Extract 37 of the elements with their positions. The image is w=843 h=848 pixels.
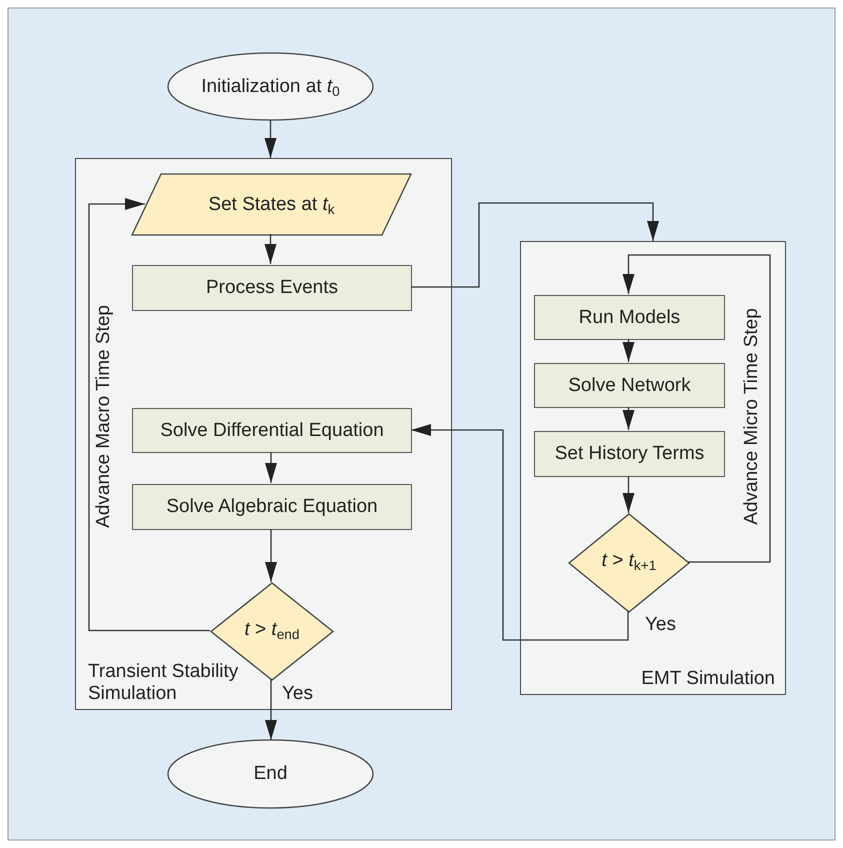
node-label: t > t$_{k+1}$ <box>602 550 656 572</box>
arrow <box>622 476 634 513</box>
group-panel <box>75 158 452 710</box>
edge-label: Advance Micro Time Step <box>742 308 763 524</box>
process-box <box>132 484 412 530</box>
arrow <box>265 529 277 582</box>
node-label: Set States at t$_{k}$ <box>208 194 335 216</box>
edge-label: Yes <box>282 684 313 705</box>
arrow <box>264 234 276 264</box>
edge-label: Advance Macro Time Step <box>93 304 114 528</box>
node-label: Initialization at t$_{0}$ <box>201 76 340 98</box>
arrow <box>265 452 277 483</box>
group-panel <box>520 241 786 695</box>
node-label: Process Events <box>206 277 338 299</box>
process-box <box>132 265 412 311</box>
node-label: Run Models <box>578 306 680 328</box>
node-label: Solve Network <box>568 374 691 396</box>
group-heading: EMT Simulation <box>641 668 775 690</box>
arrow <box>622 407 634 430</box>
arrow <box>411 424 629 641</box>
process-box <box>132 408 412 453</box>
node-label: t > t$_{end}$ <box>244 618 300 640</box>
arrow <box>411 202 659 288</box>
node-label: Solve Differential Equation <box>160 420 384 442</box>
arrow <box>265 679 277 740</box>
arrow <box>88 198 210 632</box>
process-box <box>534 295 725 340</box>
arrow <box>264 120 276 158</box>
edge-label: Yes <box>645 615 676 636</box>
process-box <box>534 431 725 477</box>
arrow <box>622 339 634 362</box>
node-label: Solve Algebraic Equation <box>166 496 378 518</box>
group-heading: Transient Stability Simulation <box>88 661 240 705</box>
arrow <box>622 254 771 563</box>
process-box <box>534 363 725 408</box>
node-label: End <box>254 763 288 785</box>
node-label: Set History Terms <box>554 443 704 465</box>
